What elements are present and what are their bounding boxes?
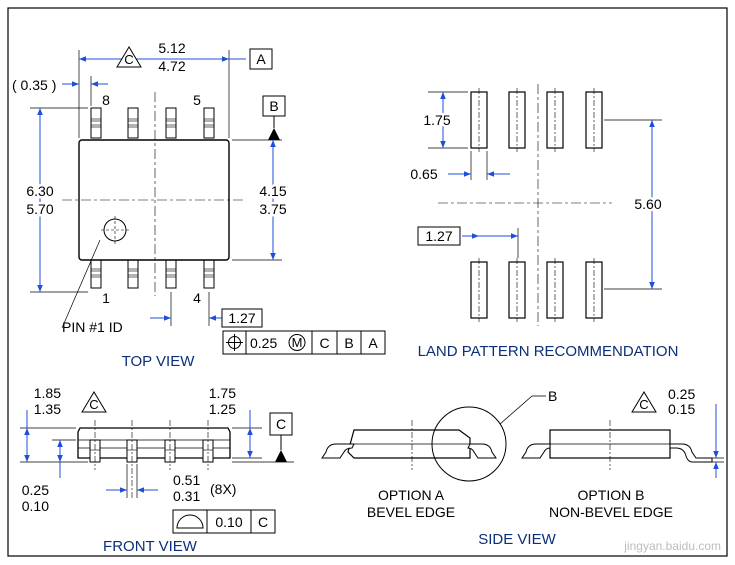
option-a-line2: BEVEL EDGE [367, 504, 455, 520]
land-pattern-labels: 1.75 0.65 5.60 1.27 LAND PATTERN RECOMME… [410, 110, 679, 361]
datum-a: A [256, 51, 266, 67]
land-pattern-dimensions [440, 92, 655, 289]
watermark: jingyan.baidu.com [623, 539, 721, 553]
side-option-a [321, 395, 546, 482]
front-body [77, 427, 231, 459]
detail-b-label: B [548, 388, 557, 404]
mmc-circle-icon [288, 334, 306, 351]
lead-count: (8X) [210, 481, 236, 497]
pitch-value: 1.27 [228, 310, 255, 326]
height-max: 1.85 [34, 385, 61, 401]
note-c: C [124, 52, 133, 67]
span-min: 5.70 [26, 201, 53, 217]
datum-b: B [269, 98, 278, 114]
position-icon [226, 334, 243, 351]
body-height-max: 1.75 [209, 385, 236, 401]
lead-offset: ( 0.35 ) [12, 77, 56, 93]
body-max: 4.15 [259, 183, 286, 199]
front-view-dimensions [24, 410, 253, 493]
pin-1-label: 1 [102, 290, 110, 306]
front-note-c: C [89, 397, 98, 412]
pin-5-label: 5 [193, 92, 201, 108]
lead-thick-max: 0.25 [668, 386, 695, 402]
front-view [20, 420, 294, 500]
option-b-line1: OPTION B [578, 487, 645, 503]
pad-length: 1.75 [423, 112, 450, 128]
datum-c-triangle-icon [275, 450, 287, 462]
option-a-line1: OPTION A [378, 487, 445, 503]
side-note-c: C [639, 397, 648, 412]
datum-a-box [249, 48, 273, 70]
pin-8-label: 8 [102, 92, 110, 108]
standoff-min: 0.10 [22, 498, 49, 514]
fcf-tolerance: 0.25 [250, 335, 277, 351]
lead-width-max: 0.51 [173, 472, 200, 488]
pitch-box [221, 308, 263, 328]
fcf-datum-1: C [319, 335, 329, 351]
length-min: 4.72 [158, 58, 185, 74]
position-tolerance-frame: 0.25 M C B A [222, 330, 386, 355]
height-min: 1.35 [34, 401, 61, 417]
lead-width-min: 0.31 [173, 488, 200, 504]
side-option-b [521, 420, 724, 470]
fcf-modifier: M [292, 335, 303, 350]
pin1-id-label: PIN #1 ID [62, 319, 123, 335]
row-span: 5.60 [634, 196, 661, 212]
body-height-min: 1.25 [209, 401, 236, 417]
length-max: 5.12 [158, 40, 185, 56]
lead-thick-min: 0.15 [668, 401, 695, 417]
standoff-max: 0.25 [22, 482, 49, 498]
lp-pitch: 1.27 [425, 228, 452, 244]
land-pattern [428, 84, 662, 326]
land-pattern-title: LAND PATTERN RECOMMENDATION [418, 343, 679, 360]
border [7, 7, 728, 557]
fcf-datum-2: B [344, 335, 353, 351]
top-view-dimensions [37, 56, 276, 329]
datum-c: C [276, 416, 286, 432]
datum-b-triangle-icon [268, 128, 280, 140]
front-view-labels: 1.85 1.35 C 1.75 1.25 C 0.25 0.10 0.51 0… [22, 385, 293, 555]
pin-4-label: 4 [193, 290, 201, 306]
front-view-title: FRONT VIEW [103, 538, 198, 555]
profile-icon [176, 514, 204, 529]
note-triangle-icon [631, 391, 657, 413]
detail-b-circle [431, 406, 507, 482]
top-view-labels: C 5.12 4.72 A ( 0.35 ) 8 5 1 4 6.30 5.70… [12, 40, 386, 370]
lp-pitch-box [417, 226, 461, 246]
note-triangle-icon [81, 391, 107, 413]
option-b-line2: NON-BEVEL EDGE [549, 504, 673, 520]
side-view-labels: B C 0.25 0.15 OPTION A BEVEL EDGE OPTION… [367, 386, 696, 548]
top-view [30, 50, 282, 326]
profile-tolerance: 0.10 [215, 514, 242, 530]
side-view-title: SIDE VIEW [478, 531, 556, 548]
top-view-title: TOP VIEW [122, 353, 196, 370]
span-max: 6.30 [26, 183, 53, 199]
body-min: 3.75 [259, 201, 286, 217]
note-triangle-icon [116, 46, 142, 68]
profile-tolerance-frame: 0.10 C [172, 509, 276, 534]
pad-width: 0.65 [410, 166, 437, 182]
side-view [321, 395, 724, 482]
profile-datum: C [258, 514, 268, 530]
fcf-datum-3: A [368, 335, 378, 351]
